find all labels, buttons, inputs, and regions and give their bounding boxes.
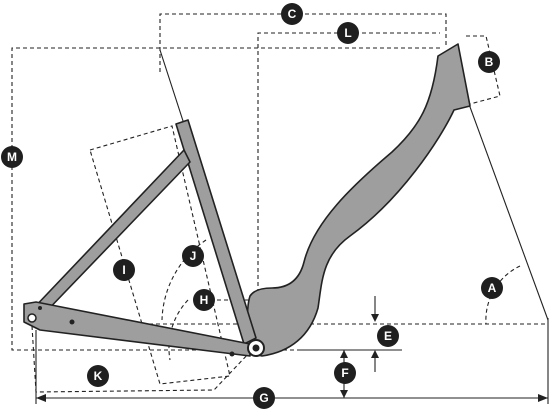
bottom-bracket-inner [252, 344, 260, 352]
arrow-f-bottom [340, 390, 348, 398]
badge-a: A [481, 277, 503, 299]
frame-bolt [69, 319, 75, 325]
badge-g: G [253, 387, 275, 409]
badge-l: L [337, 22, 359, 44]
badge-e-label: E [384, 329, 392, 343]
badge-c: C [281, 3, 303, 25]
badge-m-label: M [7, 150, 17, 164]
down-tube [245, 43, 471, 357]
dim-k-line [31, 325, 251, 393]
chain-stay [23, 301, 251, 357]
bike-frame [23, 43, 471, 357]
badge-f-label: F [341, 366, 348, 380]
badge-j-label: J [190, 249, 197, 263]
badge-b: B [478, 51, 500, 73]
badge-k: K [87, 365, 109, 387]
rear-dropout [27, 313, 37, 323]
badge-f: F [334, 362, 356, 384]
frame-bolt [38, 306, 42, 310]
badge-k-label: K [94, 369, 103, 383]
badge-e: E [377, 325, 399, 347]
seat-stay [29, 149, 191, 319]
badge-i: I [113, 259, 135, 281]
arrowheads [36, 314, 548, 402]
badge-j: J [182, 245, 204, 267]
arrow-e-bottom [371, 350, 379, 358]
badge-b-label: B [485, 55, 494, 69]
arrow-g-right [538, 394, 548, 402]
badges: C L B M J I H A E F K G [1, 3, 503, 409]
badge-m: M [1, 146, 23, 168]
badge-a-label: A [488, 281, 497, 295]
badge-g-label: G [259, 391, 268, 405]
badge-c-label: C [288, 7, 297, 21]
badge-i-label: I [122, 263, 125, 277]
dim-i-line [89, 125, 231, 385]
dim-c-line [159, 13, 447, 72]
arrow-f-top [340, 350, 348, 358]
badge-h-label: H [200, 293, 209, 307]
fork-axis-line [465, 95, 549, 321]
frame-bolt [229, 351, 235, 357]
arrow-g-left [36, 394, 46, 402]
arrow-e-top [371, 314, 379, 322]
dim-l-line [257, 32, 440, 300]
seat-tube [175, 119, 257, 345]
badge-h: H [193, 289, 215, 311]
angle-h-arc [168, 299, 189, 361]
badge-l-label: L [344, 26, 351, 40]
